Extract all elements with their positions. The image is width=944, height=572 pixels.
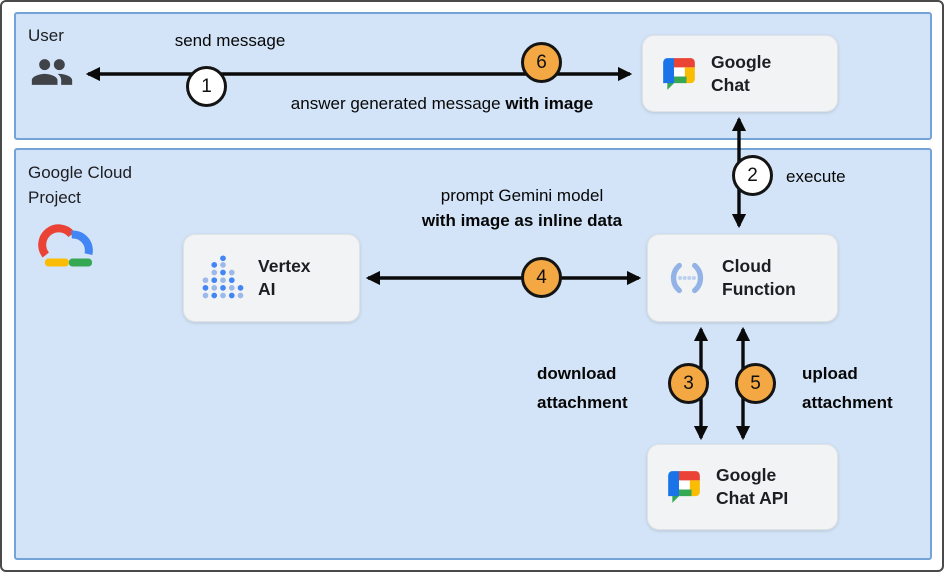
label-prompt-gemini: prompt Gemini model with image as inline… xyxy=(421,186,623,230)
panel-gcp-title-line2: Project xyxy=(28,188,81,207)
google-chat-icon xyxy=(663,57,695,90)
node-vertex-ai-label: Vertex AI xyxy=(258,256,311,299)
label-upload-attachment: upload attachment xyxy=(802,364,893,412)
node-vertex-ai: Vertex AI xyxy=(183,234,360,322)
step-badge-2: 2 xyxy=(732,155,773,196)
step-badge-4: 4 xyxy=(521,257,562,298)
node-google-chat-api-label: Google Chat API xyxy=(716,465,789,508)
node-cloud-function: Cloud Function xyxy=(647,234,838,322)
step-badge-3: 3 xyxy=(668,363,709,404)
panel-user-title: User xyxy=(28,26,64,45)
label-download-attachment: download attachment xyxy=(537,364,628,412)
google-cloud-icon xyxy=(38,224,93,267)
node-google-chat: Google Chat xyxy=(642,35,838,112)
node-google-chat-api: Google Chat API xyxy=(647,444,838,530)
step-badge-1: 1 xyxy=(186,66,227,107)
cloud-functions-icon xyxy=(670,262,704,294)
label-execute: execute xyxy=(786,167,846,186)
step-badge-5: 5 xyxy=(735,363,776,404)
label-answer-generated-message: answer generated message with image xyxy=(290,94,594,113)
panel-gcp-title-line1: Google Cloud xyxy=(28,163,132,182)
node-cloud-function-label: Cloud Function xyxy=(722,256,796,299)
step-badge-6: 6 xyxy=(521,42,562,83)
google-chat-icon xyxy=(668,471,700,503)
label-send-message: send message xyxy=(174,31,286,50)
panel-gcp-title: Google Cloud Project xyxy=(28,160,132,210)
vertex-ai-icon xyxy=(202,255,244,299)
people-icon xyxy=(31,59,73,85)
node-google-chat-label: Google Chat xyxy=(711,51,772,95)
